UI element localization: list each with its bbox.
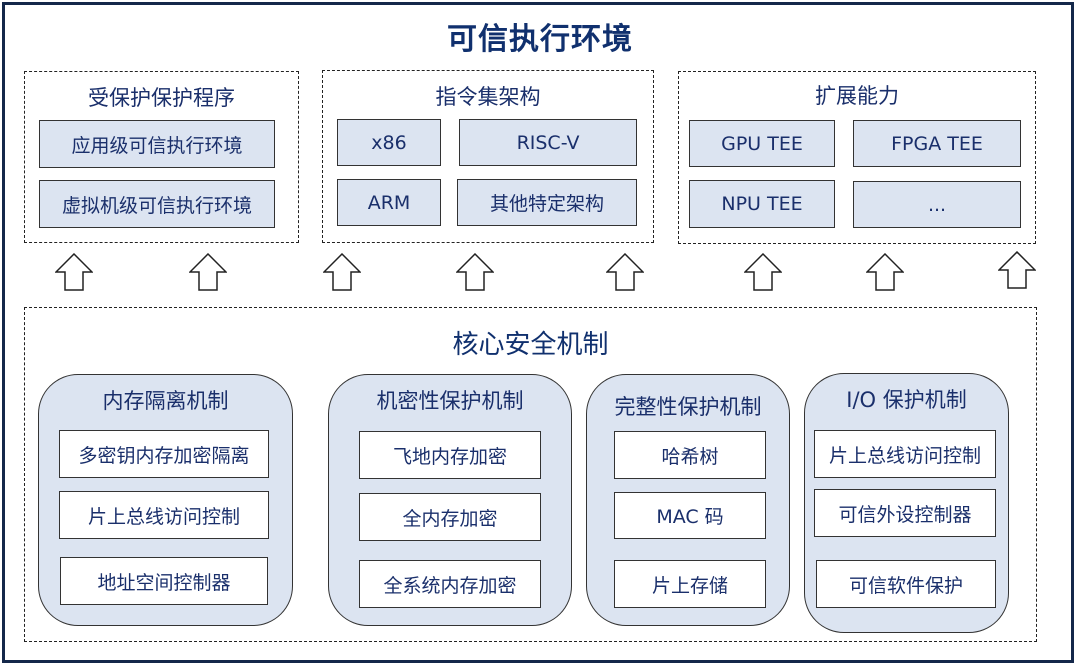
box-gpu-tee: GPU TEE (689, 120, 835, 167)
box-fpga-tee: FPGA TEE (853, 120, 1021, 167)
group-core-security: 核心安全机制 (24, 307, 1037, 642)
group-isa: 指令集架构 x86 RISC-V ARM 其他特定架构 (322, 70, 654, 243)
up-arrow-icon (866, 253, 904, 291)
box-vm-level-tee: 虚拟机级可信执行环境 (39, 180, 275, 228)
box-x86: x86 (337, 119, 441, 166)
item-trusted-software-protection: 可信软件保护 (816, 560, 996, 608)
group-title: 指令集架构 (435, 85, 541, 109)
mechanism-memory-isolation: 内存隔离机制 多密钥内存加密隔离 片上总线访问控制 地址空间控制器 (38, 374, 293, 626)
up-arrow-icon (323, 253, 361, 291)
core-title: 核心安全机制 (452, 330, 609, 360)
item-full-memory-encryption: 全内存加密 (359, 493, 541, 541)
box-arm: ARM (337, 179, 441, 226)
box-other-arch: 其他特定架构 (457, 179, 637, 226)
group-protected-programs: 受保护保护程序 应用级可信执行环境 虚拟机级可信执行环境 (24, 71, 299, 243)
mechanism-title: 机密性保护机制 (376, 389, 524, 413)
group-title: 受保护保护程序 (88, 86, 235, 110)
item-bus-access-control: 片上总线访问控制 (59, 491, 269, 539)
mechanism-integrity: 完整性保护机制 哈希树 MAC 码 片上存储 (586, 374, 790, 626)
mechanism-title: 完整性保护机制 (614, 395, 762, 419)
group-extensions: 扩展能力 GPU TEE FPGA TEE NPU TEE ... (678, 71, 1036, 244)
up-arrow-icon (55, 253, 93, 291)
mechanism-title: 内存隔离机制 (102, 389, 229, 413)
box-app-level-tee: 应用级可信执行环境 (39, 120, 275, 168)
item-multi-key-encryption: 多密钥内存加密隔离 (59, 430, 269, 478)
up-arrow-icon (998, 251, 1036, 289)
diagram-title: 可信执行环境 (447, 22, 633, 57)
box-npu-tee: NPU TEE (689, 180, 835, 228)
up-arrow-icon (189, 253, 227, 291)
item-mac-code: MAC 码 (614, 492, 766, 539)
mechanism-io-protection: I/O 保护机制 片上总线访问控制 可信外设控制器 可信软件保护 (804, 373, 1009, 633)
item-bus-access-control: 片上总线访问控制 (814, 430, 996, 478)
mechanism-confidentiality: 机密性保护机制 飞地内存加密 全内存加密 全系统内存加密 (328, 374, 572, 626)
item-hash-tree: 哈希树 (614, 431, 766, 479)
item-trusted-peripheral-controller: 可信外设控制器 (814, 489, 996, 537)
up-arrow-icon (456, 253, 494, 291)
up-arrow-icon (744, 253, 782, 291)
item-system-memory-encryption: 全系统内存加密 (359, 560, 541, 608)
box-more: ... (853, 181, 1021, 228)
up-arrow-icon (606, 253, 644, 291)
box-risc-v: RISC-V (459, 119, 637, 166)
group-title: 扩展能力 (815, 84, 899, 108)
item-enclave-memory-encryption: 飞地内存加密 (359, 431, 541, 479)
mechanism-title: I/O 保护机制 (846, 388, 967, 412)
item-address-space-controller: 地址空间控制器 (60, 557, 268, 605)
item-on-chip-storage: 片上存储 (614, 560, 766, 608)
